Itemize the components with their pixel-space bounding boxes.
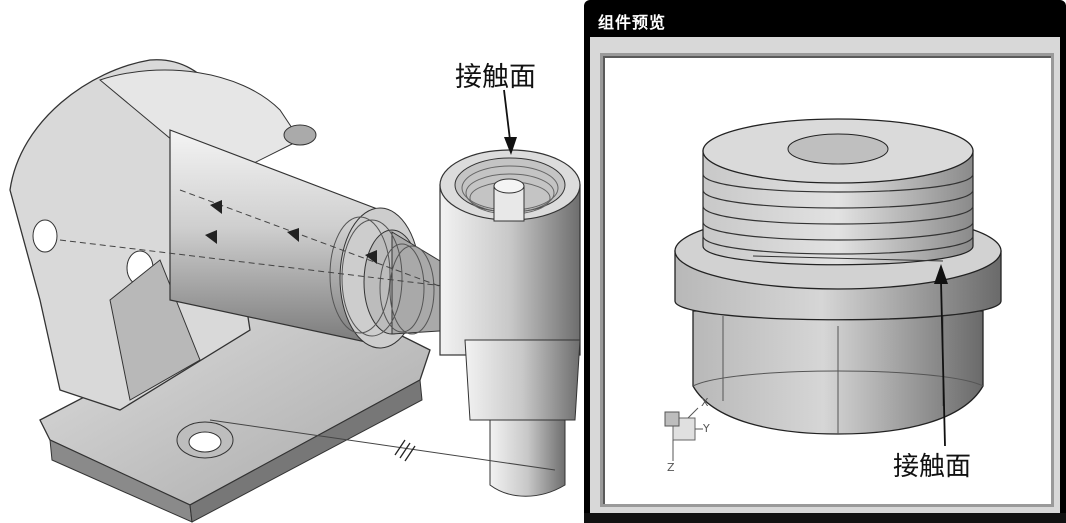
callout-arrow: [503, 89, 517, 155]
component-preview-window[interactable]: 组件预览: [584, 0, 1066, 523]
fitting-part: [674, 118, 1002, 435]
main-shaft-cylinder: [59, 129, 561, 349]
preview-part-drawing: [664, 118, 1002, 461]
vertical-fitting: [209, 149, 581, 497]
contact-surface-label-preview: 接触面: [893, 452, 972, 482]
triad-z-label: Z: [667, 461, 675, 474]
preview-body: 接触面 X Y Z: [590, 37, 1060, 513]
preview-callout-arrow: [934, 264, 948, 447]
triad-y-label: Y: [703, 422, 710, 435]
main-3d-viewport[interactable]: 接触面: [0, 0, 585, 523]
preview-viewport[interactable]: 接触面 X Y Z: [600, 53, 1054, 507]
contact-surface-label-main: 接触面: [455, 62, 536, 93]
assembly-model-drawing: [9, 59, 581, 523]
preview-window-bottom-bar: [584, 513, 1066, 523]
triad-x-label: X: [701, 396, 709, 409]
coordinate-triad-icon: [664, 407, 703, 461]
base-bracket: [39, 284, 431, 523]
preview-window-title: 组件预览: [598, 13, 667, 32]
